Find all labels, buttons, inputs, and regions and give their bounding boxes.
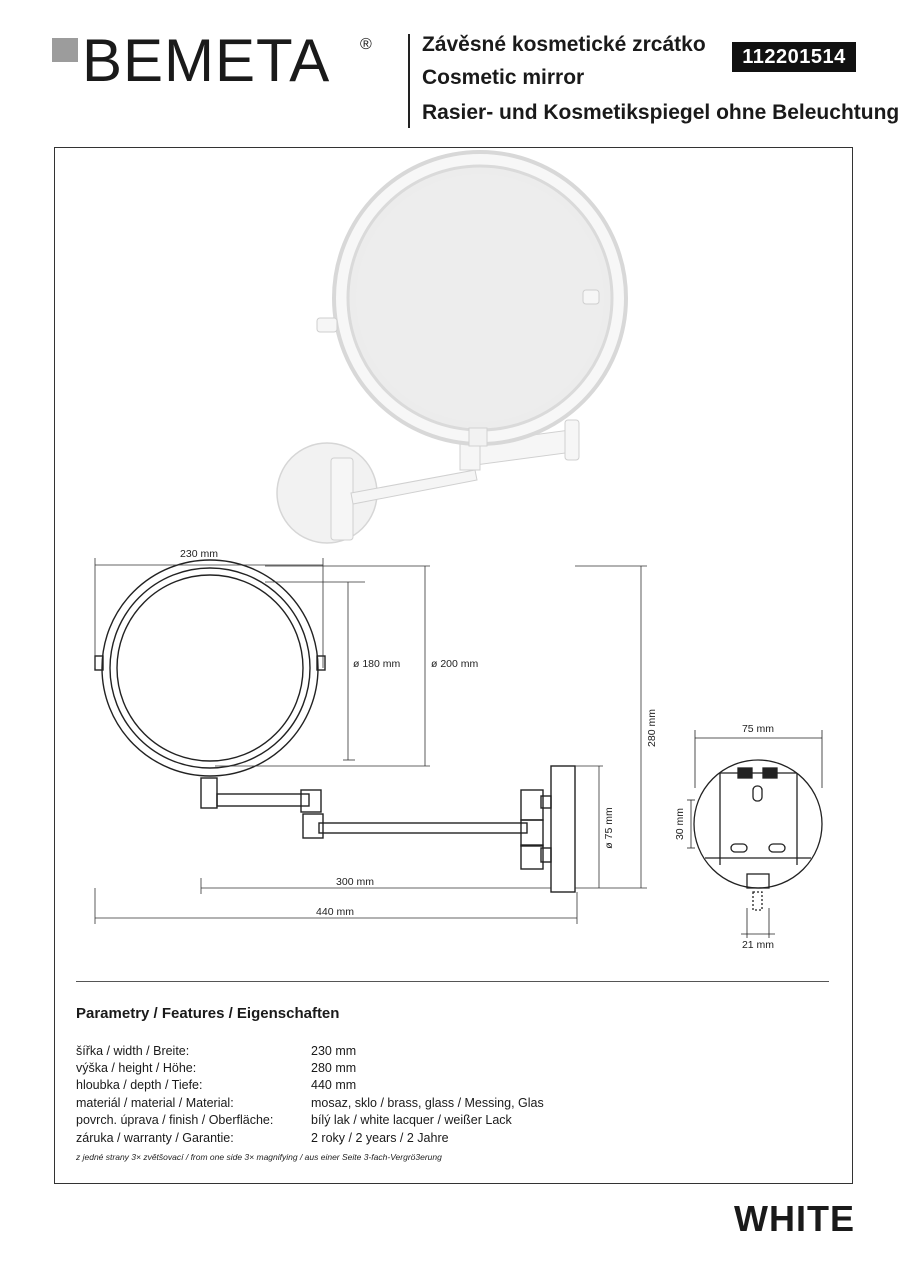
spec-value: mosaz, sklo / brass, glass / Messing, Gl… <box>311 1096 544 1110</box>
dim-height-label: 280 mm <box>646 709 658 747</box>
dimension-labels: 230 mm ø 180 mm ø 200 mm 280 mm ø 75 mm … <box>180 548 774 951</box>
dim-width-label: 230 mm <box>180 548 218 560</box>
registered-mark: ® <box>360 36 372 53</box>
header-divider <box>408 34 410 128</box>
features-divider <box>76 981 829 982</box>
dim-outer-diameter-label: ø 200 mm <box>431 658 479 670</box>
features-title: Parametry / Features / Eigenschaften <box>76 1005 340 1022</box>
spec-label: šířka / width / Breite: <box>76 1044 190 1058</box>
technical-drawing: 230 mm ø 180 mm ø 200 mm 280 mm ø 75 mm … <box>94 150 823 951</box>
dim-base-width-label: 75 mm <box>742 723 774 735</box>
logo-square-mark <box>52 38 78 62</box>
spec-label: záruka / warranty / Garantie: <box>76 1131 234 1145</box>
wall-plate-detail <box>687 730 823 938</box>
spec-value: bílý lak / white lacquer / weißer Lack <box>311 1113 512 1127</box>
spec-value: 440 mm <box>311 1078 357 1092</box>
product-code-badge: 112201514 <box>732 42 856 72</box>
dim-depth-label: 440 mm <box>316 906 354 918</box>
content-frame <box>54 147 853 1184</box>
product-render <box>276 150 628 544</box>
spec-value: 280 mm <box>311 1061 357 1075</box>
magnification-footnote: z jedné strany 3× zvětšovací / from one … <box>76 1152 442 1162</box>
title-english: Cosmetic mirror <box>422 66 585 89</box>
spec-label: hloubka / depth / Tiefe: <box>76 1078 203 1092</box>
dim-inner-diameter-label: ø 180 mm <box>353 658 401 670</box>
title-german: Rasier- und Kosmetikspiegel ohne Beleuch… <box>422 101 900 124</box>
logo-text: BEMETA <box>82 27 331 94</box>
dim-arm-label: 300 mm <box>336 876 374 888</box>
brand-logo: BEMETA ® <box>52 27 382 100</box>
dimension-lines <box>94 558 647 924</box>
dim-screw-label: 21 mm <box>742 939 774 951</box>
spec-value: 230 mm <box>311 1044 357 1058</box>
spec-label: materiál / material / Material: <box>76 1096 234 1110</box>
color-name: WHITE <box>734 1198 855 1239</box>
spec-value: 2 roky / 2 years / 2 Jahre <box>311 1131 449 1145</box>
title-czech: Závěsné kosmetické zrcátko <box>422 33 706 56</box>
spec-label: povrch. úprava / finish / Oberfläche: <box>76 1113 274 1127</box>
dim-hole-spacing-label: 30 mm <box>674 808 686 840</box>
elevation-drawing <box>94 559 576 893</box>
dim-base-diameter-label: ø 75 mm <box>603 807 615 849</box>
spec-label: výška / height / Höhe: <box>76 1061 197 1075</box>
